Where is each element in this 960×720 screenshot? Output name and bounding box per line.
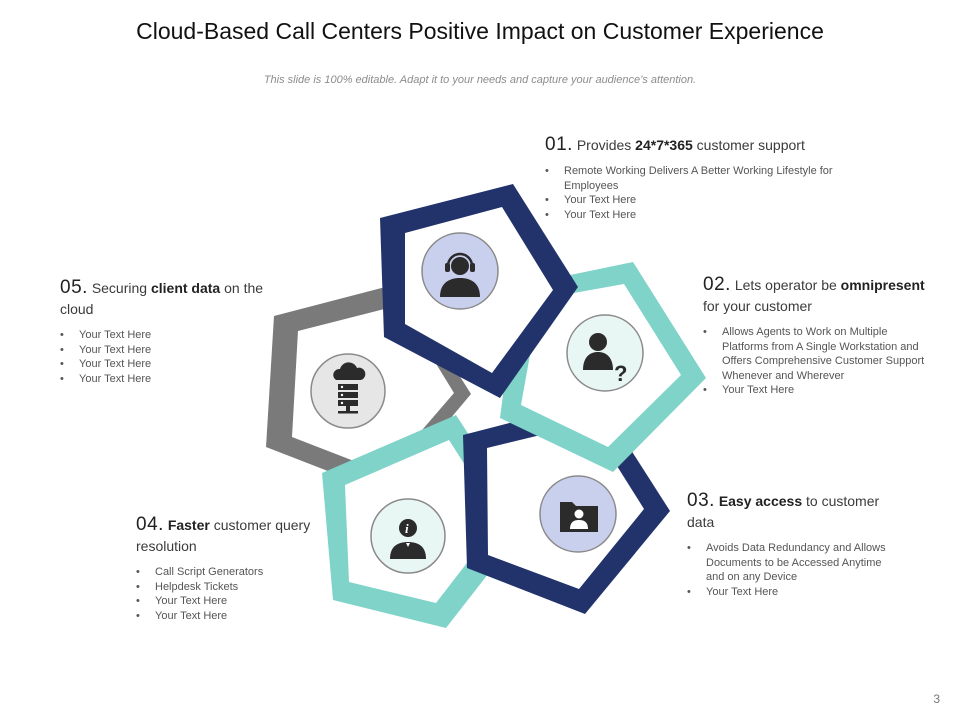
bullet-item: Your Text Here <box>545 208 845 223</box>
bullet-item: Your Text Here <box>136 594 331 609</box>
block-01-heading-bold: 24*7*365 <box>635 137 693 153</box>
bullet-item: Call Script Generators <box>136 565 331 580</box>
bullet-item: Allows Agents to Work on Multiple Platfo… <box>703 325 928 383</box>
user-folder-icon <box>560 502 598 532</box>
block-04-number: 04. <box>136 514 164 535</box>
block-04-heading: 04. Faster customer query resolution <box>136 514 331 557</box>
block-05-heading-bold: client data <box>150 280 221 296</box>
page-number: 3 <box>933 692 940 706</box>
info-person-icon: i <box>390 519 426 559</box>
block-03-heading: 03. Easy access to customer data <box>687 490 902 533</box>
block-01-heading-post: customer support <box>692 137 805 153</box>
circle-02: ? <box>566 314 644 392</box>
bullet-item: Your Text Here <box>136 609 331 624</box>
person-question-icon: ? <box>583 333 627 386</box>
svg-text:?: ? <box>614 361 627 386</box>
bullet-item: Avoids Data Redundancy and Allows Docume… <box>687 541 902 585</box>
circle-05 <box>310 353 386 429</box>
block-02-heading-bold: omnipresent <box>840 277 925 293</box>
bullet-item: Your Text Here <box>545 193 845 208</box>
circle-03 <box>539 475 617 553</box>
bullet-item: Your Text Here <box>60 328 265 343</box>
block-01-number: 01. <box>545 134 573 155</box>
block-01-heading-pre: Provides <box>576 137 636 153</box>
block-02-heading-post: for your customer <box>703 298 812 314</box>
bullet-item: Your Text Here <box>60 357 265 372</box>
bullet-item: Remote Working Delivers A Better Working… <box>545 164 845 193</box>
block-02-bullets: Allows Agents to Work on Multiple Platfo… <box>703 325 928 398</box>
block-05-bullets: Your Text Here Your Text Here Your Text … <box>60 328 265 386</box>
block-05: 05. Securing client data on the cloud Yo… <box>60 277 265 386</box>
block-01: 01. Provides 24*7*365 customer support R… <box>545 134 845 222</box>
block-04-heading-bold: Faster <box>167 517 210 533</box>
block-03-bullets: Avoids Data Redundancy and Allows Docume… <box>687 541 902 599</box>
bullet-item: Your Text Here <box>60 372 265 387</box>
block-03-heading-bold: Easy access <box>718 493 803 509</box>
block-03-number: 03. <box>687 490 715 511</box>
bullet-item: Your Text Here <box>60 343 265 358</box>
block-04: 04. Faster customer query resolution Cal… <box>136 514 331 623</box>
block-04-heading-post: customer query resolution <box>136 517 311 554</box>
cloud-server-icon <box>333 362 366 414</box>
circle-04: i <box>370 498 446 574</box>
block-05-number: 05. <box>60 277 88 298</box>
circle-01 <box>421 232 499 310</box>
slide-title: Cloud-Based Call Centers Positive Impact… <box>136 18 824 44</box>
block-03: 03. Easy access to customer data Avoids … <box>687 490 902 599</box>
block-04-bullets: Call Script Generators Helpdesk Tickets … <box>136 565 331 623</box>
block-05-heading-post: on the cloud <box>60 280 264 317</box>
block-02-heading-pre: Lets operator be <box>734 277 841 293</box>
block-01-bullets: Remote Working Delivers A Better Working… <box>545 164 845 222</box>
bullet-item: Helpdesk Tickets <box>136 580 331 595</box>
block-03-heading-post: to customer data <box>687 493 880 530</box>
headset-agent-icon <box>440 252 480 297</box>
block-02-heading: 02. Lets operator be omnipresent for you… <box>703 274 928 317</box>
block-05-heading-pre: Securing <box>91 280 151 296</box>
block-02-number: 02. <box>703 274 731 295</box>
block-01-heading: 01. Provides 24*7*365 customer support <box>545 134 845 156</box>
bullet-item: Your Text Here <box>703 383 928 398</box>
block-05-heading: 05. Securing client data on the cloud <box>60 277 265 320</box>
block-02: 02. Lets operator be omnipresent for you… <box>703 274 928 398</box>
bullet-item: Your Text Here <box>687 585 902 600</box>
slide-subtitle: This slide is 100% editable. Adapt it to… <box>263 74 697 86</box>
svg-text:i: i <box>405 521 409 536</box>
